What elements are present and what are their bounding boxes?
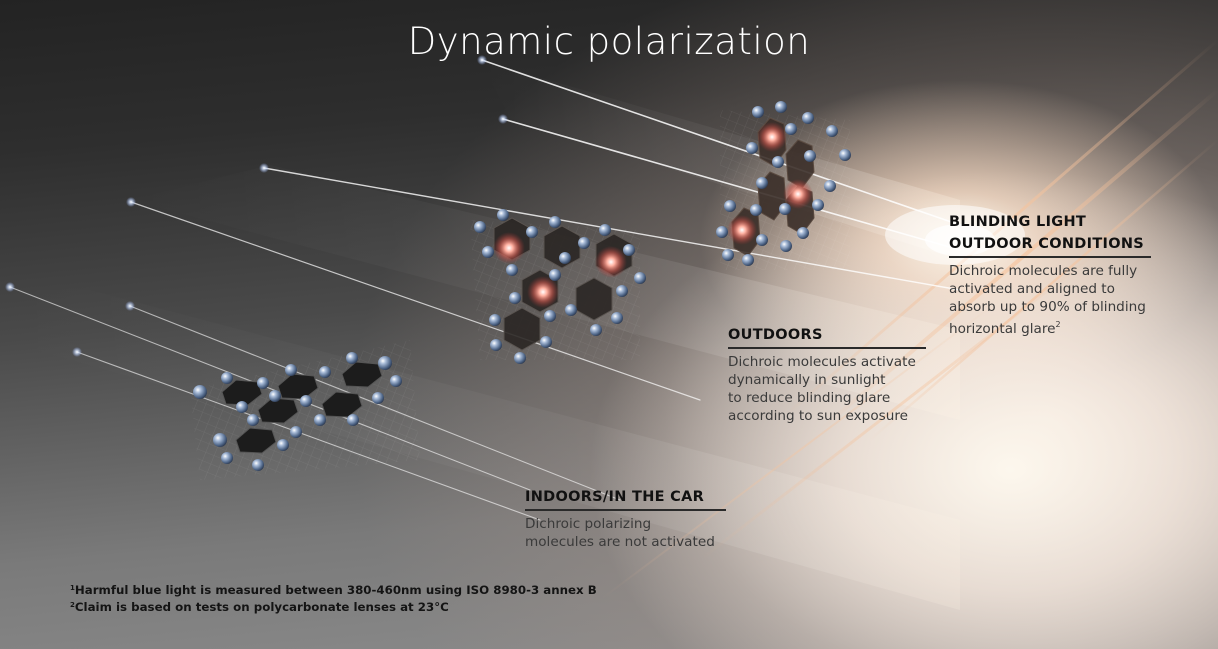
footnote-marker: 2 xyxy=(70,600,75,609)
stage-description-line: to reduce blinding glare xyxy=(728,390,891,406)
stage-description-line: dynamically in sunlight xyxy=(728,372,886,388)
footnote-text: Claim is based on tests on polycarbonate… xyxy=(74,599,449,614)
stage-heading-line: OUTDOOR CONDITIONS xyxy=(949,236,1145,252)
stage-label-indoors: INDOORS/IN THE CAR Dichroic polarizing m… xyxy=(525,486,726,551)
stage-description-line: Dichroic molecules activate xyxy=(728,354,916,370)
molecule-inactive xyxy=(190,340,420,480)
stage-description: Dichroic molecules activate dynamically … xyxy=(728,353,926,425)
stage-heading: BLINDING LIGHT OUTDOOR CONDITIONS xyxy=(949,211,1151,255)
beam-source-stars xyxy=(5,55,508,357)
molecule-partially-activated xyxy=(470,209,646,364)
description-text: horizontal glare xyxy=(949,321,1056,337)
footnote-marker: 1 xyxy=(70,584,75,592)
footnote-reference: 2 xyxy=(1055,320,1061,329)
stage-description-line: absorb up to 90% of blinding xyxy=(949,299,1146,315)
stage-description-line: activated and aligned to xyxy=(949,281,1115,297)
footnote-2: 2Claim is based on tests on polycarbonat… xyxy=(70,598,597,615)
page-title: Dynamic polarization xyxy=(407,20,811,63)
stage-description: Dichroic polarizing molecules are not ac… xyxy=(525,515,726,551)
stage-description-line: according to sun exposure xyxy=(728,408,908,424)
stage-description-line: horizontal glare2 xyxy=(949,316,1151,338)
heading-divider xyxy=(949,256,1151,258)
footnote-text: Harmful blue light is measured between 3… xyxy=(74,583,597,597)
stage-heading-line: BLINDING LIGHT xyxy=(949,214,1087,230)
stage-description-line: molecules are not activated xyxy=(525,534,715,550)
footnotes: 1Harmful blue light is measured between … xyxy=(70,581,597,614)
molecule-fully-activated xyxy=(716,101,851,270)
stage-heading: INDOORS/IN THE CAR xyxy=(525,489,705,505)
footnote-1: 1Harmful blue light is measured between … xyxy=(70,581,597,598)
stage-label-outdoors: OUTDOORS Dichroic molecules activate dyn… xyxy=(728,324,926,425)
sun-glow xyxy=(885,205,1025,265)
stage-label-blinding-light: BLINDING LIGHT OUTDOOR CONDITIONS Dichro… xyxy=(949,211,1151,338)
stage-heading: OUTDOORS xyxy=(728,327,823,343)
heading-divider xyxy=(525,509,726,511)
heading-divider xyxy=(728,347,926,349)
stage-description-line: Dichroic polarizing xyxy=(525,516,652,532)
stage-description-line: Dichroic molecules are fully xyxy=(949,263,1138,279)
stage-description: Dichroic molecules are fully activated a… xyxy=(949,262,1151,338)
